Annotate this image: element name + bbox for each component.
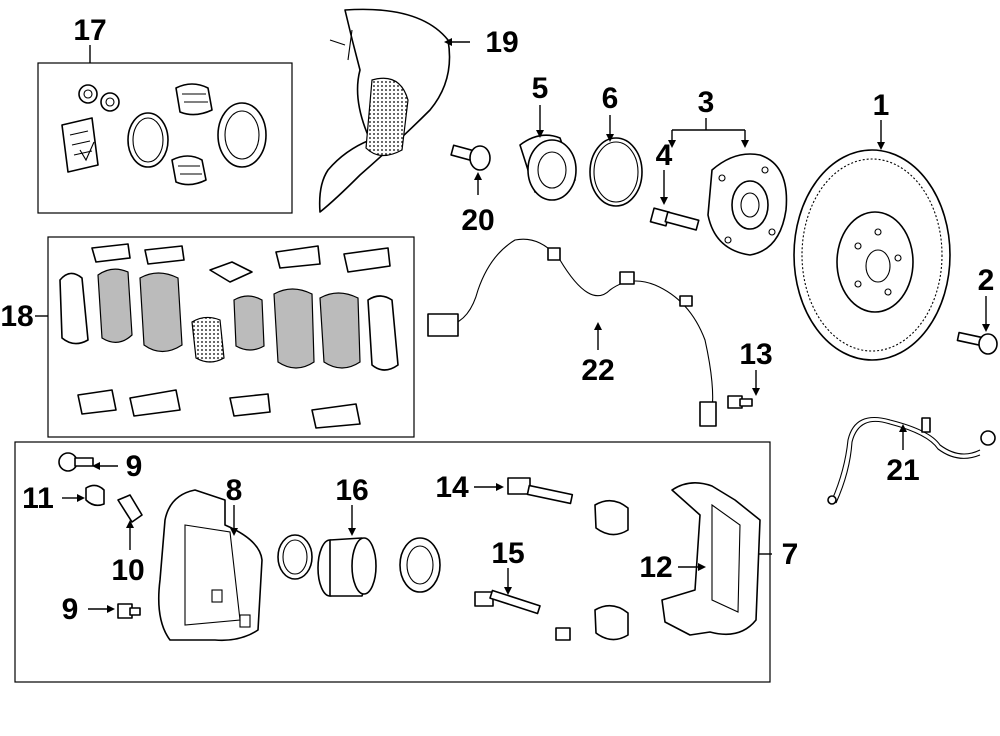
callout-17: 17 bbox=[73, 14, 106, 47]
callout-9-bottom: 9 bbox=[62, 593, 79, 626]
callout-19: 19 bbox=[485, 26, 518, 59]
callout-5: 5 bbox=[532, 72, 549, 105]
caliper-assembly-box bbox=[14, 441, 771, 683]
brake-rotor-part bbox=[793, 149, 951, 361]
callout-9-top: 9 bbox=[126, 450, 143, 483]
rotor-screw-part bbox=[956, 331, 998, 355]
wheel-hub-part bbox=[707, 153, 788, 256]
callout-2: 2 bbox=[978, 264, 995, 297]
callout-3: 3 bbox=[698, 86, 715, 119]
seal-kit-box bbox=[37, 62, 293, 214]
callout-22: 22 bbox=[581, 354, 614, 387]
callout-6: 6 bbox=[602, 82, 619, 115]
callout-21: 21 bbox=[886, 454, 919, 487]
brake-hose-part bbox=[827, 416, 996, 505]
callout-14: 14 bbox=[435, 471, 469, 504]
leader-lines bbox=[35, 38, 990, 613]
callout-7: 7 bbox=[782, 538, 799, 571]
sensor-bolt-part bbox=[727, 395, 753, 409]
callout-labels: 17 18 19 20 5 6 3 4 1 2 22 13 21 7 9 11 … bbox=[0, 14, 994, 626]
callout-13: 13 bbox=[739, 338, 772, 371]
callout-8: 8 bbox=[226, 474, 243, 507]
caliper-parts bbox=[58, 452, 761, 642]
callout-15: 15 bbox=[491, 537, 524, 570]
bolt-part-20 bbox=[450, 144, 491, 171]
hub-bolt-part bbox=[649, 207, 700, 231]
callout-16: 16 bbox=[335, 474, 368, 507]
seal-kit-parts bbox=[61, 83, 267, 186]
abs-sensor-part bbox=[427, 238, 717, 427]
callout-18: 18 bbox=[0, 300, 33, 333]
snap-ring-part bbox=[589, 137, 643, 207]
callout-1: 1 bbox=[873, 89, 890, 122]
pad-set-box bbox=[47, 236, 415, 438]
brake-pads-parts bbox=[59, 243, 399, 429]
callout-10: 10 bbox=[111, 554, 144, 587]
splash-shield-part bbox=[318, 8, 451, 213]
callout-12: 12 bbox=[639, 551, 672, 584]
callout-20: 20 bbox=[461, 204, 494, 237]
callout-11: 11 bbox=[22, 482, 54, 515]
wheel-bearing-part bbox=[519, 134, 577, 201]
callout-4: 4 bbox=[656, 139, 673, 172]
